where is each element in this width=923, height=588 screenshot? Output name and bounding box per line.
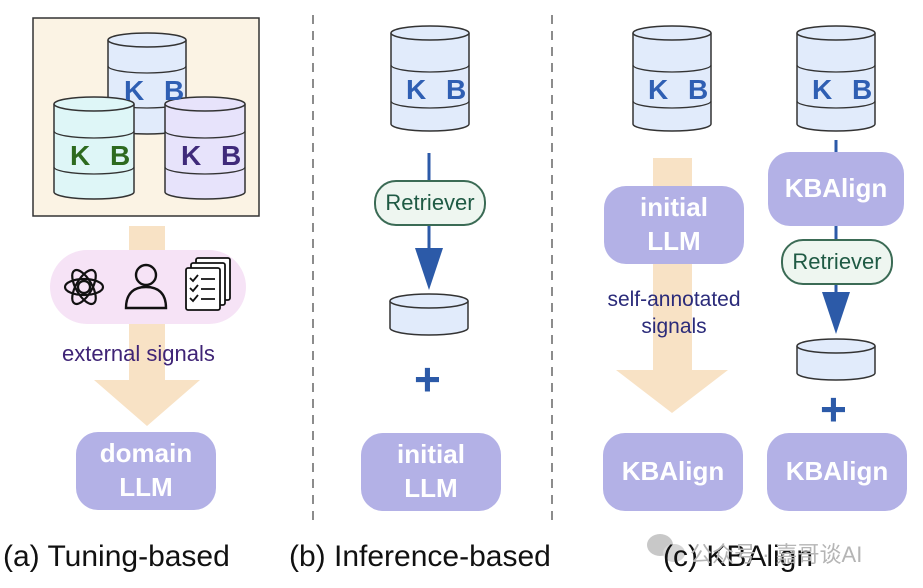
- plus-b: +: [414, 353, 441, 405]
- retrieved-cylinder-c: [796, 338, 876, 381]
- kb-label-c-right: K B: [812, 74, 879, 105]
- caption-c: (c) KBAlign: [663, 540, 814, 573]
- kb-cylinder-left: [53, 96, 135, 200]
- tuning-arrow: [94, 226, 200, 426]
- external-signals-label: external signals: [62, 341, 215, 366]
- retriever-c: Retriever: [781, 239, 893, 285]
- kb-cylinder-c-right: [796, 25, 876, 132]
- caption-b: (b) Inference-based: [289, 540, 551, 573]
- retriever-b: Retriever: [374, 180, 486, 226]
- plus-c: +: [820, 383, 847, 435]
- kb-cylinder-b: [390, 25, 470, 132]
- domain-llm-box: domain LLM: [76, 432, 216, 510]
- retrieval-arrowhead-b: [415, 248, 443, 290]
- wechat-icon: [647, 534, 685, 562]
- caption-a: (a) Tuning-based: [3, 540, 230, 573]
- initial-llm-box-c: initial LLM: [604, 186, 744, 264]
- person-icon: [124, 263, 168, 310]
- kb-label-right: K B: [181, 140, 248, 171]
- kbalign-box-top: KBAlign: [768, 152, 904, 226]
- kbalign-box-right: KBAlign: [767, 433, 907, 511]
- self-annotated-signals-label: self-annotated signals: [607, 288, 741, 339]
- kb-label-b: K B: [406, 74, 473, 105]
- kbalign-box-left: KBAlign: [603, 433, 743, 511]
- kb-label-c-left: K B: [648, 74, 715, 105]
- kb-cylinder-c-left: [632, 25, 712, 132]
- openai-icon: [63, 268, 105, 306]
- retrieved-cylinder-b: [389, 293, 469, 336]
- checklist-icon: [185, 257, 231, 311]
- kb-label-left: K B: [70, 140, 137, 171]
- initial-llm-box-b: initial LLM: [361, 433, 501, 511]
- kb-label-top: K B: [124, 75, 191, 106]
- kb-cylinder-right: [164, 96, 246, 200]
- watermark: 公众号 · 嘉哥谈AI: [690, 542, 863, 567]
- retrieval-arrowhead-c: [822, 292, 850, 334]
- self-annotation-arrow: [616, 158, 728, 413]
